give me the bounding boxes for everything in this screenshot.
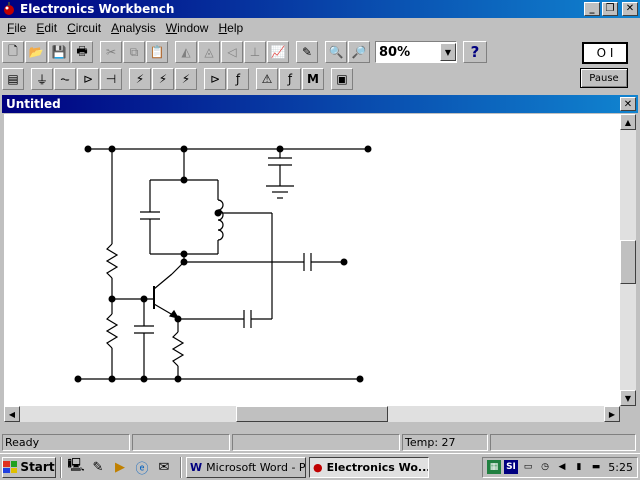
graph-icon[interactable]: 📈 [267,41,289,63]
print-icon[interactable]: 🖶 [71,41,93,63]
indicators-bin-icon[interactable]: ⚠ [256,68,278,90]
circuit-canvas[interactable] [4,114,620,406]
cut-icon[interactable]: ✂ [100,41,122,63]
circuit-schematic[interactable] [4,114,620,406]
tray-display-icon[interactable]: ▭ [523,462,533,472]
controls-bin-icon[interactable]: ƒ [279,68,301,90]
status-temp: Temp: 27 [402,433,488,451]
quicklaunch-media-icon[interactable]: ▶ [115,459,125,475]
app-icon[interactable] [2,2,16,16]
tank-inductor [217,199,224,241]
logic-gates-bin-icon[interactable]: ⊳ [204,68,226,90]
tray-printer-icon[interactable]: ▬ [591,462,601,472]
horizontal-scrollbar[interactable]: ◀ ▶ [4,406,620,422]
zoom-value: 80% [379,44,411,60]
scroll-down-icon[interactable]: ▼ [620,390,636,406]
sources-bin-icon[interactable]: ⏚ [31,68,53,90]
open-icon[interactable]: 📂 [25,41,47,63]
start-button[interactable]: Start [2,456,56,478]
flip-horizontal-icon[interactable]: ◬ [198,41,220,63]
power-switch[interactable]: O I [582,42,628,64]
app-title: Electronics Workbench [20,2,175,16]
quicklaunch-ie-icon[interactable]: ⓔ [135,461,149,477]
menu-file[interactable]: File [7,21,27,35]
help-button[interactable]: ? [463,41,487,63]
circuit-window: Untitled ✕ [0,94,640,430]
tray-volume-icon[interactable]: ◀ [558,462,566,472]
description-icon[interactable]: ✎ [296,41,318,63]
status-panel-2 [132,433,230,451]
resistor-emitter [171,331,185,367]
menu-circuit[interactable]: Circuit [67,21,102,35]
chevron-down-icon[interactable]: ▼ [440,43,456,61]
task-word[interactable]: W Microsoft Word - P... [186,456,306,478]
transistors-bin-icon[interactable]: ⊣ [100,68,122,90]
status-bar: Ready Temp: 27 [0,432,640,452]
scroll-up-icon[interactable]: ▲ [620,114,636,130]
app-titlebar: Electronics Workbench _ ❐ ✕ [0,0,640,18]
menu-analysis[interactable]: Analysis [111,21,156,35]
tray-clock-icon[interactable]: ◷ [541,462,549,472]
save-icon[interactable]: 💾 [48,41,70,63]
zoom-out-icon[interactable]: 🔍 [325,41,347,63]
resistor-lower [105,313,119,349]
circuit-window-titlebar: Untitled ✕ [2,95,638,113]
subcircuit-icon[interactable]: ⊥ [244,41,266,63]
main-toolbar: 🗋 📂 💾 🖶 ✂ ⧉ 📋 ◭ ◬ ◁ ⊥ 📈 ✎ 🔍 🔎 80% ▼ ? [0,39,580,65]
paste-icon[interactable]: 📋 [146,41,168,63]
menu-window[interactable]: Window [165,21,209,35]
zoom-in-icon[interactable]: 🔎 [348,41,370,63]
tray-network-icon[interactable]: ▦ [487,460,501,474]
task-electronics-workbench[interactable]: ● Electronics Wo... [309,456,429,478]
status-panel-5 [490,433,636,451]
copy-icon[interactable]: ⧉ [123,41,145,63]
minimize-button[interactable]: _ [584,2,600,16]
close-button[interactable]: ✕ [622,2,638,16]
tray-battery-icon[interactable]: ▮ [576,462,582,472]
transistor-collector [153,273,173,290]
scroll-right-icon[interactable]: ▶ [604,406,620,422]
tray-si-icon[interactable]: SI [504,460,518,474]
status-panel-3 [232,433,400,451]
misc-bin-icon[interactable]: M [302,68,324,90]
resistor-upper [105,243,119,279]
circuit-window-title: Untitled [6,97,61,111]
digital-ic-bin-icon[interactable]: ⚡ [175,68,197,90]
workbench-icon: ● [313,460,323,474]
scroll-left-icon[interactable]: ◀ [4,406,20,422]
zoom-select[interactable]: 80% ▼ [375,41,457,63]
system-tray: ▦ SI ▭ ◷ ◀ ▮ ▬ 5:25 [482,456,638,478]
quicklaunch-desktop-icon[interactable]: 🖳 [67,458,85,473]
quicklaunch-notepad-icon[interactable]: ✎ [92,459,104,475]
start-label: Start [20,460,55,474]
windows-flag-icon [3,461,18,473]
quicklaunch-outlook-icon[interactable]: ✉ [158,459,170,475]
rotate-icon[interactable]: ◭ [175,41,197,63]
diodes-bin-icon[interactable]: ⊳ [77,68,99,90]
pause-button[interactable]: Pause [580,68,628,88]
menu-edit[interactable]: Edit [36,21,58,35]
menu-bar: File Edit Circuit Analysis Window Help [0,19,640,37]
analog-ic-bin-icon[interactable]: ⚡ [129,68,151,90]
parts-bin-toolbar: ▤ ⏚ ⏦ ⊳ ⊣ ⚡ ⚡ ⚡ ⊳ ƒ ⚠ ƒ M ▣ [0,66,580,92]
circuit-window-close-button[interactable]: ✕ [620,97,636,111]
new-icon[interactable]: 🗋 [2,41,24,63]
digital-bin-icon[interactable]: ƒ [227,68,249,90]
vertical-scrollbar[interactable]: ▲ ▼ [620,114,636,406]
taskbar-clock[interactable]: 5:25 [608,460,633,474]
junction-dots [74,145,372,383]
horizontal-scroll-thumb[interactable] [236,406,388,422]
mixed-ic-bin-icon[interactable]: ⚡ [152,68,174,90]
taskbar: Start 🖳 ✎ ▶ ⓔ ✉ W Microsoft Word - P... … [0,453,640,480]
vertical-scroll-thumb[interactable] [620,240,636,284]
menu-help[interactable]: Help [218,21,244,35]
favorites-bin-icon[interactable]: ▤ [2,68,24,90]
instruments-bin-icon[interactable]: ▣ [331,68,353,90]
status-message: Ready [2,433,130,451]
restore-button[interactable]: ❐ [602,2,618,16]
basic-bin-icon[interactable]: ⏦ [54,68,76,90]
flip-vertical-icon[interactable]: ◁ [221,41,243,63]
word-icon: W [190,460,203,474]
